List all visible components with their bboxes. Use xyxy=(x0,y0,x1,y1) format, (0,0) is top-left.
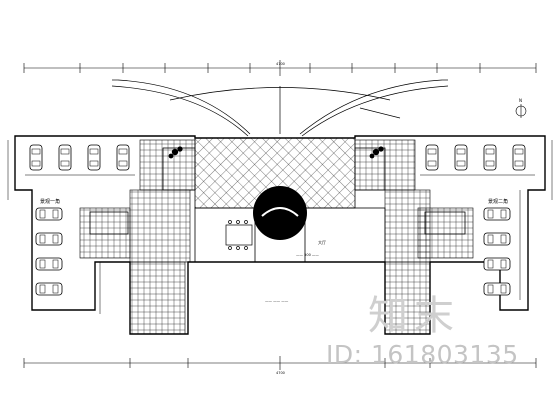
bottom-dimension-line xyxy=(23,356,537,370)
central-rotunda xyxy=(253,186,307,240)
parking-right-top xyxy=(420,144,535,176)
svg-text:N: N xyxy=(519,98,522,103)
parking-right-column xyxy=(483,207,511,296)
top-dimension-line xyxy=(23,60,537,76)
right-room-label: 景观二角 xyxy=(488,198,508,205)
tiled-floor-areas xyxy=(79,139,474,335)
entrance-canopy xyxy=(111,79,449,137)
bottom-dimension-text: 4700 xyxy=(276,371,285,375)
parking-left-top xyxy=(25,144,135,176)
left-boundary-lines xyxy=(7,140,553,314)
top-dimension-text: 4700 xyxy=(276,62,285,66)
hall-note: —— 500 —— xyxy=(296,253,319,257)
plant-icon xyxy=(168,146,384,159)
court-note: —— —— —— xyxy=(265,299,289,303)
interior-walls xyxy=(89,147,466,263)
hall-label: 大厅 xyxy=(318,239,326,245)
north-arrow-icon: N xyxy=(515,98,527,118)
meeting-table xyxy=(225,220,253,250)
watermark-id: ID: 161803135 xyxy=(326,340,519,369)
watermark-logo: 知末 xyxy=(368,293,460,339)
left-room-label: 景观一角 xyxy=(40,198,60,205)
parking-left-column xyxy=(35,207,63,296)
